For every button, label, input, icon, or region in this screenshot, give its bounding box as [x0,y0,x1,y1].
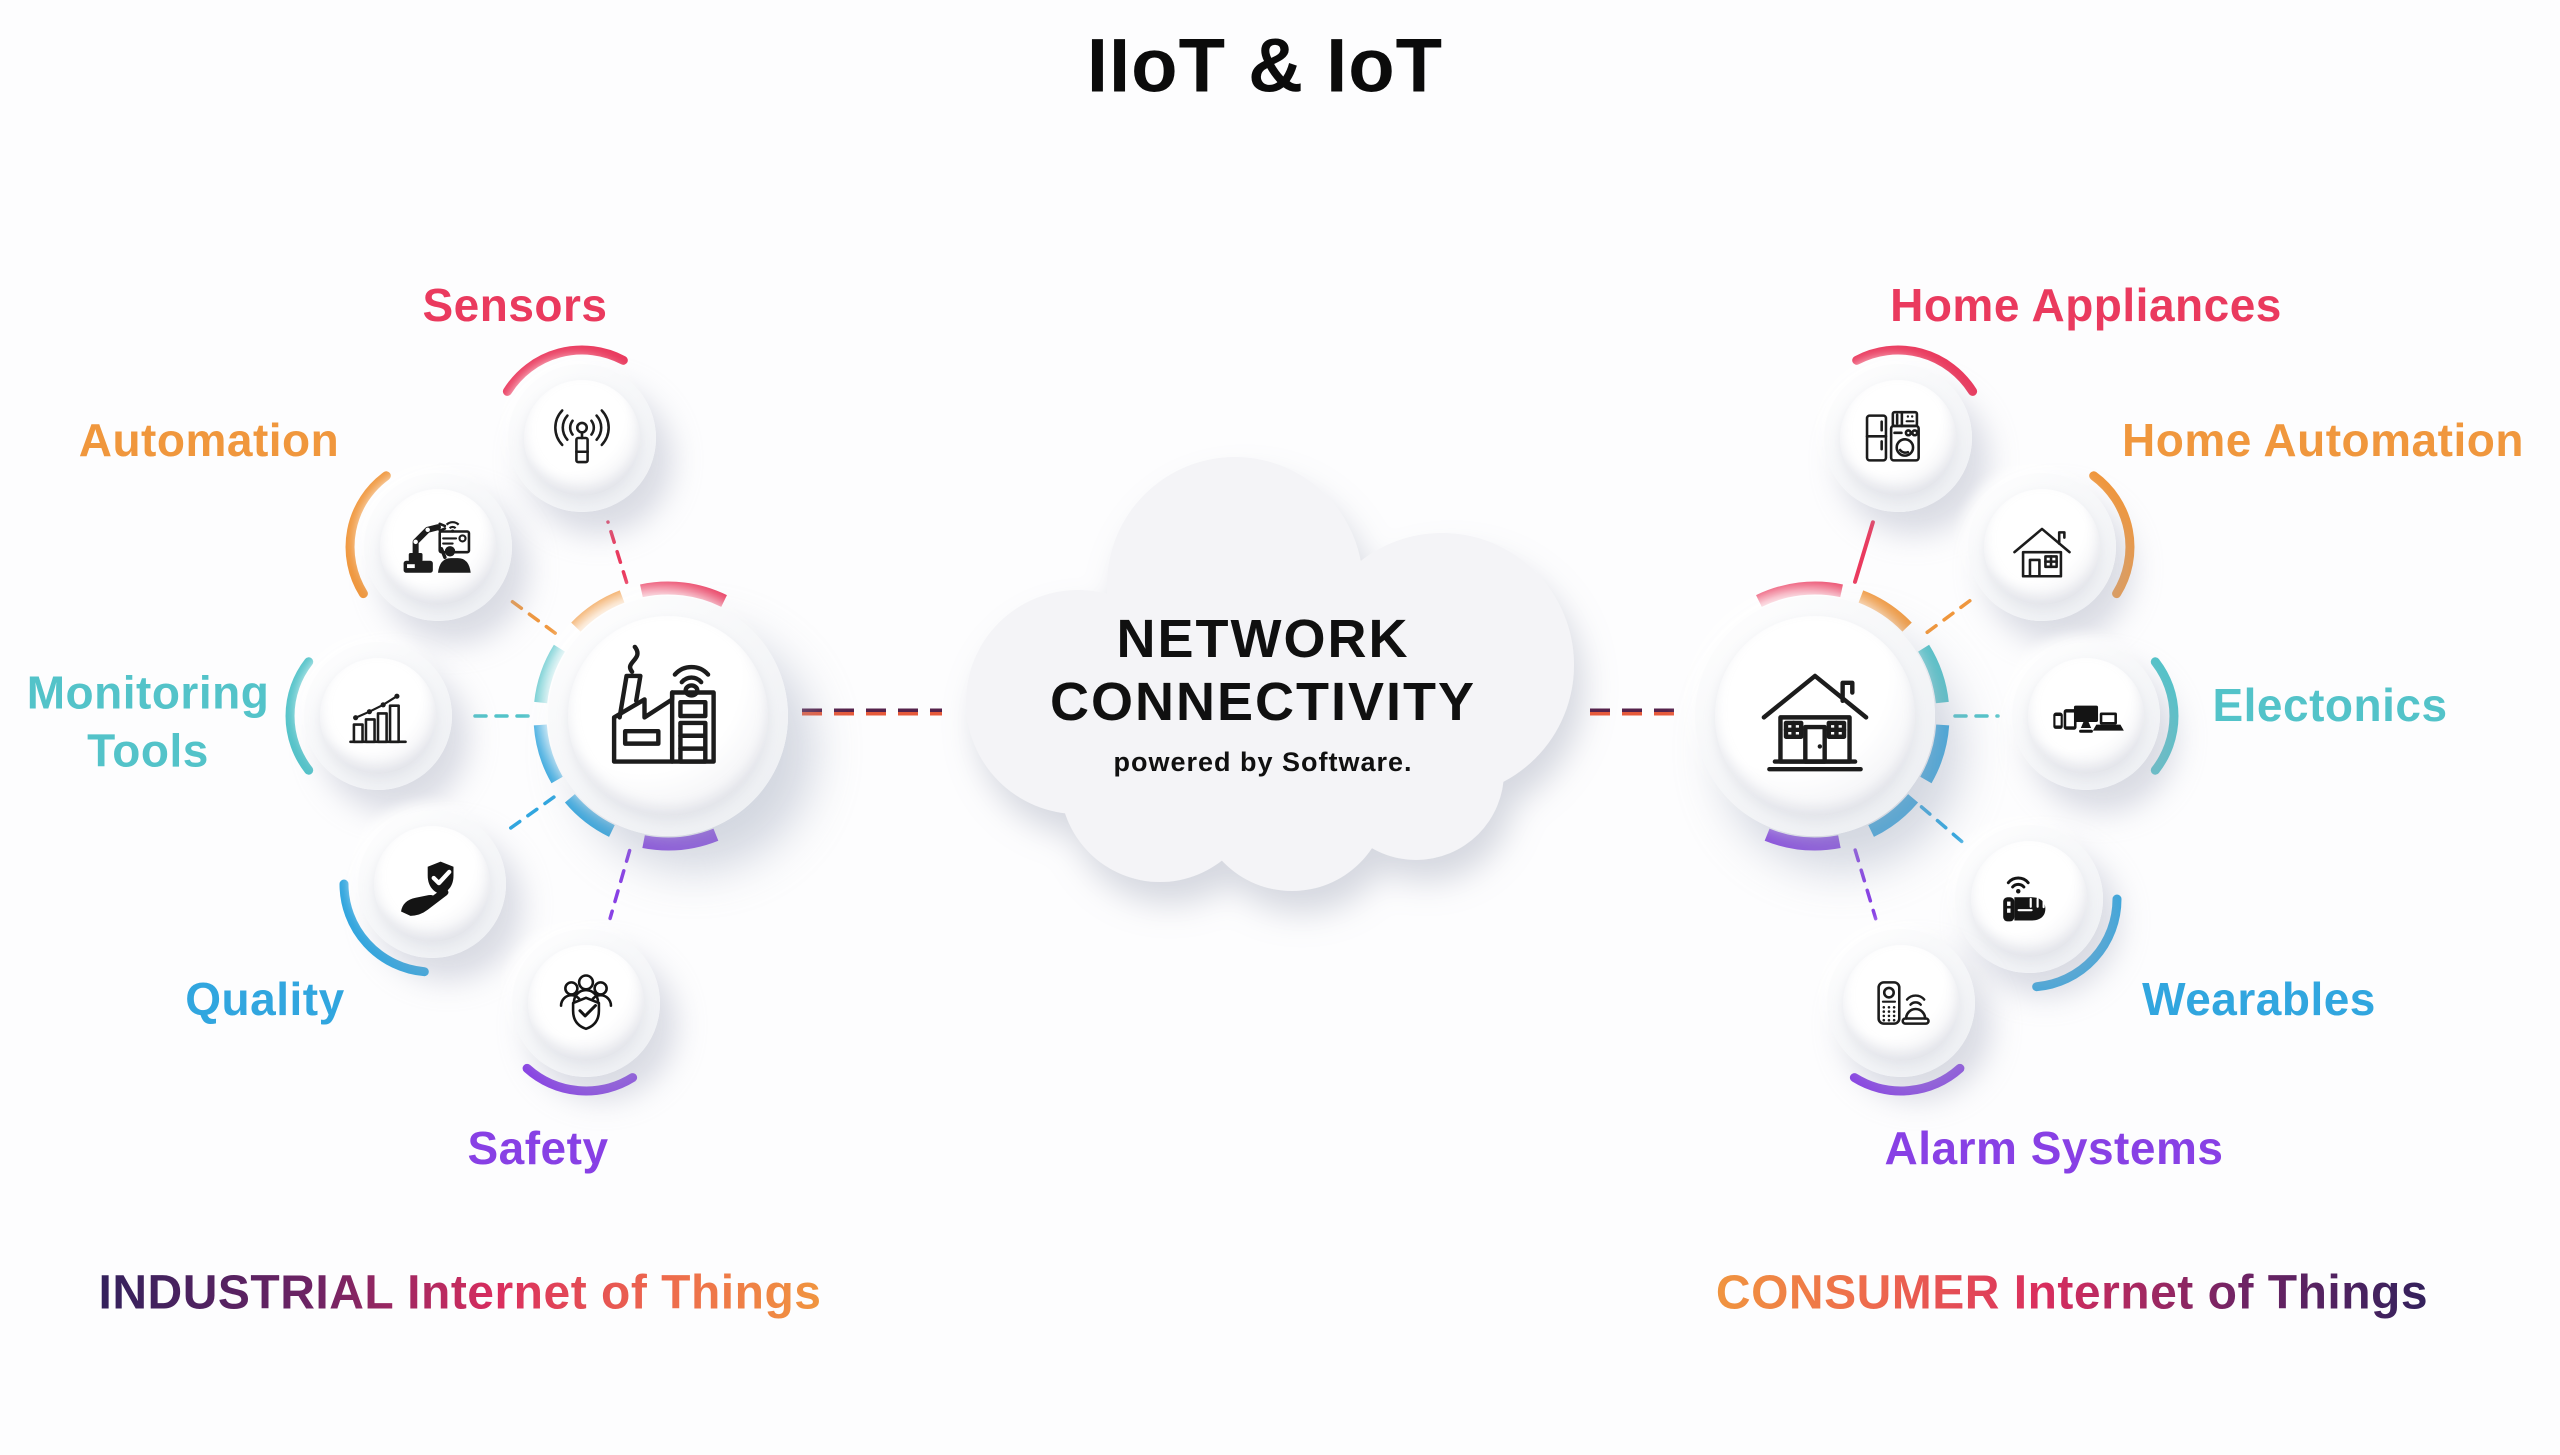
shield-hand-icon [401,861,454,916]
quality-label: Quality [185,973,345,1025]
industrial-iot-footer: INDUSTRIAL Internet of Things [98,1266,822,1320]
cloud-title-line1: NETWORK [1116,609,1410,669]
industrial-hub-plate [568,616,768,816]
quality-node [358,810,506,958]
right-hub-ring [1756,581,1950,851]
safety-label: Safety [467,1122,609,1174]
home-appliances-node [1824,364,1972,512]
home-automation-label: Home Automation [2122,414,2524,466]
monitoring-tools-plate [320,658,436,774]
electronics-label: Electonics [2212,679,2448,731]
monitoring-tools-node [304,642,452,790]
bar-chart-trend-icon [349,693,407,744]
smart-home-icon [2013,527,2071,578]
smartwatch-icon [2003,876,2046,922]
cloud-shape [966,457,1574,891]
consumer-hub-node [1695,596,1935,836]
sensors-icon [554,409,610,464]
smart-home-icon-plate [1984,489,2100,605]
devices-icon [2053,705,2124,733]
safety-plate [528,945,644,1061]
monitoring-tools-label: Monitoring Tools [26,666,270,777]
house-icon [1761,673,1869,772]
cloud-subtitle: powered by Software. [1113,747,1413,778]
automation-plate [380,489,496,605]
sensors-plate [524,380,640,496]
spokes [464,520,2000,921]
quality-plate [374,826,490,942]
consumer-hub-plate [1715,616,1915,816]
cloud-title-line2: CONNECTIVITY [1049,671,1477,732]
electronics-node [2012,642,2160,790]
sensors-label: Sensors [422,279,608,331]
consumer-iot-footer: CONSUMER Internet of Things [1715,1266,2429,1320]
industrial-hub-node [548,596,788,836]
appliances-icon [1865,410,1920,462]
home-appliances-label: Home Appliances [1890,279,2282,331]
automation-label: Automation [78,414,340,466]
left-hub-ring [533,581,727,851]
page-title: IIoT & IoT [1086,23,1444,109]
home-automation-node [1968,473,2116,621]
alarm-plate [1843,945,1959,1061]
cloud-caption: NETWORK CONNECTIVITY powered by Software… [958,608,1568,778]
automation-node [364,473,512,621]
factory-icon [611,644,716,764]
sensors-node [508,364,656,512]
electronics-plate [2028,658,2144,774]
safety-node [512,929,660,1077]
center-connectors [802,708,1684,716]
wearables-label: Wearables [2142,973,2376,1025]
alarm-siren-icon [1877,981,1930,1025]
satellite-arcs [285,345,2179,1096]
wearables-plate [1971,841,2087,957]
alarm-systems-label: Alarm Systems [1884,1122,2224,1174]
wearables-node [1955,825,2103,973]
robot-arm-icon [403,521,471,573]
alarm-systems-node [1827,929,1975,1077]
home-appliances-plate [1840,380,1956,496]
team-shield-icon [559,974,613,1031]
